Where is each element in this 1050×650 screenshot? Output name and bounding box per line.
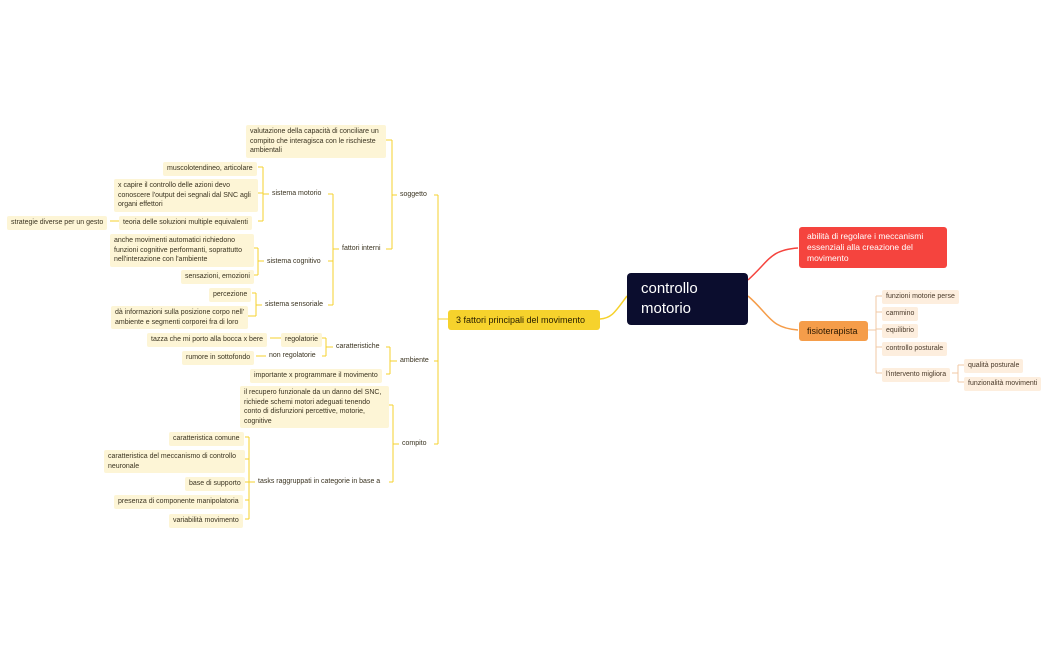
fisio-item-equilibrio[interactable]: equilibrio: [882, 324, 919, 338]
link-migliora-items: [952, 364, 964, 383]
link-root-fisio: [747, 295, 799, 331]
sistema-cognitivo-node[interactable]: sistema cognitivo: [267, 258, 321, 265]
categoria-manipolatoria[interactable]: presenza di componente manipolatoria: [114, 495, 243, 509]
abilita-node[interactable]: abilità di regolare i meccanismi essenzi…: [799, 227, 947, 268]
caratteristiche-node[interactable]: caratteristiche: [336, 343, 380, 350]
link-sensoriale: [248, 292, 262, 317]
ambiente-node[interactable]: ambiente: [400, 357, 429, 364]
categoria-variabilita[interactable]: variabilità movimento: [169, 514, 243, 528]
fattori-interni-node[interactable]: fattori interni: [342, 245, 381, 252]
muscolotendineo-node[interactable]: muscolotendineo, articolare: [163, 162, 257, 176]
non-regolatorie-node[interactable]: non regolatorie: [269, 352, 316, 359]
regolatorie-node[interactable]: regolatorie: [281, 333, 323, 347]
fisio-item-controllo-posturale[interactable]: controllo posturale: [882, 342, 948, 356]
link-fattori: [328, 193, 339, 306]
link-cognitivo: [254, 247, 264, 276]
fisioterapista-node[interactable]: fisioterapista: [799, 321, 868, 341]
root-node[interactable]: controllo motorio: [627, 273, 748, 325]
link-root-abilita: [747, 247, 799, 281]
link-tasks: [245, 436, 255, 520]
sistema-motorio-node[interactable]: sistema motorio: [272, 190, 322, 197]
link-soggetto: [386, 139, 397, 250]
migliora-item-funzionalita[interactable]: funzionalità movimenti: [964, 377, 1042, 391]
link-caratteristiche: [322, 337, 333, 357]
fisio-item-intervento[interactable]: l'intervento migliora: [882, 368, 951, 382]
fisio-item-funzioni[interactable]: funzioni motorie perse: [882, 290, 959, 304]
valutazione-node[interactable]: valutazione della capacità di conciliare…: [246, 125, 386, 158]
link-ambiente: [386, 346, 397, 375]
link-regolatorie: [256, 337, 281, 357]
sistema-sensoriale-node[interactable]: sistema sensoriale: [265, 301, 323, 308]
anche-node[interactable]: anche movimenti automatici richiedono fu…: [110, 234, 254, 267]
fisio-item-cammino[interactable]: cammino: [882, 307, 919, 321]
importante-node[interactable]: importante x programmare il movimento: [250, 369, 382, 383]
percezione-node[interactable]: percezione: [209, 288, 252, 302]
tazza-node[interactable]: tazza che mi porto alla bocca x bere: [147, 333, 268, 347]
sensazioni-node[interactable]: sensazioni, emozioni: [181, 270, 254, 284]
categoria-base-supporto[interactable]: base di supporto: [185, 477, 245, 491]
migliora-item-qualita[interactable]: qualità posturale: [964, 359, 1024, 373]
link-fisio-items: [868, 295, 882, 374]
tasks-node[interactable]: tasks raggruppati in categorie in base a: [258, 478, 381, 485]
compito-node[interactable]: compito: [402, 440, 427, 447]
link-root-main: [599, 295, 628, 320]
da-info-node[interactable]: dà informazioni sulla posizione corpo ne…: [111, 306, 248, 329]
categoria-caratteristica-comune[interactable]: caratteristica comune: [169, 432, 244, 446]
xcapire-node[interactable]: x capire il controllo delle azioni devo …: [114, 179, 258, 212]
strategie-node[interactable]: strategie diverse per un gesto: [7, 216, 108, 230]
teoria-node[interactable]: teoria delle soluzioni multiple equivale…: [119, 216, 252, 230]
recupero-node[interactable]: il recupero funzionale da un danno del S…: [240, 386, 389, 428]
rumore-node[interactable]: rumore in sottofondo: [182, 351, 255, 365]
categoria-meccanismo-controllo[interactable]: caratteristica del meccanismo di control…: [104, 450, 245, 473]
link-main-subs: [434, 194, 448, 445]
link-compito: [389, 404, 399, 483]
link-motorio: [258, 166, 269, 222]
fattori-principali-node[interactable]: 3 fattori principali del movimento: [448, 310, 600, 330]
soggetto-node[interactable]: soggetto: [400, 191, 427, 198]
